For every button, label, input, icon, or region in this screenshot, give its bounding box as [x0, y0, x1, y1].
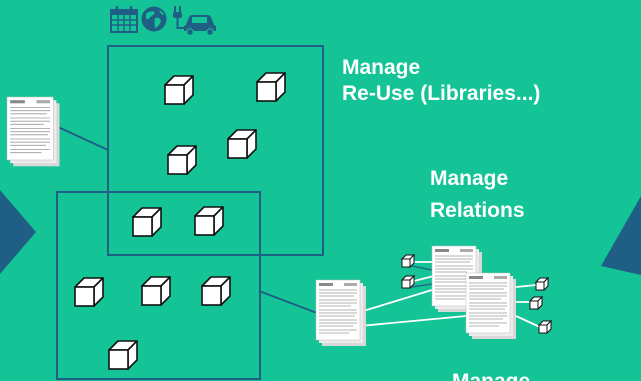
component-cube: [201, 276, 231, 306]
document-page: [6, 96, 61, 167]
reuse-title: Manage: [342, 56, 420, 79]
relation-lines-dark: [411, 265, 433, 288]
mini-cube: [401, 254, 415, 268]
globe-icon: [141, 6, 167, 32]
bottom-title: Manage: [452, 370, 530, 381]
library-frame-bottom: [56, 191, 261, 380]
right-arrow: [601, 196, 641, 275]
mini-cube: [535, 277, 549, 291]
component-cube: [227, 129, 257, 159]
document-page: [465, 272, 517, 340]
calendar-icon: [110, 6, 138, 33]
electric-car-icon: [173, 6, 216, 36]
component-cube: [141, 276, 171, 306]
library-frame-top: [107, 45, 324, 256]
component-cube: [74, 277, 104, 307]
component-cube: [256, 72, 286, 102]
mini-cube: [529, 296, 543, 310]
relations-title: Manage: [430, 167, 508, 190]
component-cube: [108, 340, 138, 370]
document-page: [315, 279, 367, 347]
connector-line: [258, 290, 318, 314]
reuse-subtitle: Re-Use (Libraries...): [342, 82, 540, 105]
mini-cube: [401, 275, 415, 289]
component-cube: [194, 206, 224, 236]
connector-line: [57, 126, 109, 151]
component-cube: [167, 145, 197, 175]
relations-subtitle: Relations: [430, 199, 525, 222]
component-cube: [132, 207, 162, 237]
mini-cube: [538, 320, 552, 334]
relation-lines: [359, 261, 543, 329]
left-arrow: [0, 190, 36, 274]
component-cube: [164, 75, 194, 105]
